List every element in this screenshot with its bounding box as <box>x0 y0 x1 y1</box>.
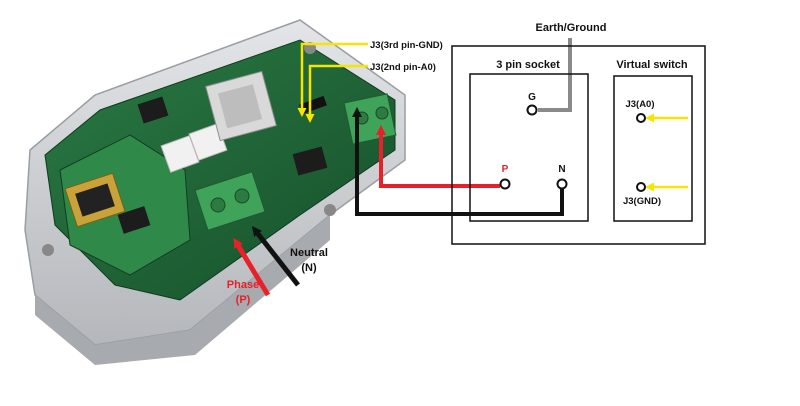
pin-n-label: N <box>558 164 565 175</box>
relay-module-photo <box>24 19 406 365</box>
earth-wire <box>538 38 572 112</box>
power-supply-module <box>59 134 191 276</box>
virtual-switch-box <box>613 75 693 222</box>
neutral-input-wire <box>251 226 300 287</box>
j3-a0-lead <box>305 64 368 123</box>
virtual-switch-title: Virtual switch <box>616 59 688 71</box>
pin-p-hole <box>499 178 511 190</box>
phase-label: Phase <box>227 279 259 291</box>
three-pin-socket: 3 pin socket G P N <box>469 59 589 222</box>
ic-chip <box>292 146 328 176</box>
pin-g-hole <box>526 104 538 116</box>
mains-terminal-block <box>194 171 266 231</box>
j3-a0-label: J3(2nd pin-A0) <box>370 62 436 73</box>
ic-chip <box>137 96 169 124</box>
neutral-wire-to-socket <box>352 107 564 216</box>
virtual-switch: Virtual switch J3(A0) J3(GND) <box>613 59 693 222</box>
phase-input-wire <box>233 237 271 297</box>
neutral-label: Neutral <box>290 247 328 259</box>
phase-short-label: (P) <box>236 294 251 306</box>
vs-j3-a0-label: J3(A0) <box>625 99 654 110</box>
vs-j3-gnd-label: J3(GND) <box>623 196 661 207</box>
j3-gnd-label: J3(3rd pin-GND) <box>370 40 443 51</box>
j3-gnd-lead <box>297 42 368 117</box>
socket-box <box>469 73 589 222</box>
ic-chip <box>117 206 151 234</box>
socket-title: 3 pin socket <box>496 59 560 71</box>
enclosure-bottom-rim <box>35 215 330 365</box>
load-terminal-block <box>343 93 397 145</box>
vs-gnd-terminal <box>636 182 646 192</box>
pin-p-label: P <box>502 164 509 175</box>
pin-g-label: G <box>528 92 536 103</box>
phase-wire-to-socket <box>376 125 500 188</box>
earth-ground-label: Earth/Ground <box>536 22 607 34</box>
neutral-short-label: (N) <box>301 262 317 274</box>
diagram-frame <box>451 45 706 245</box>
pin-n-hole <box>556 178 568 190</box>
vs-a0-terminal <box>636 113 646 123</box>
j3-signal-leads <box>297 42 688 192</box>
